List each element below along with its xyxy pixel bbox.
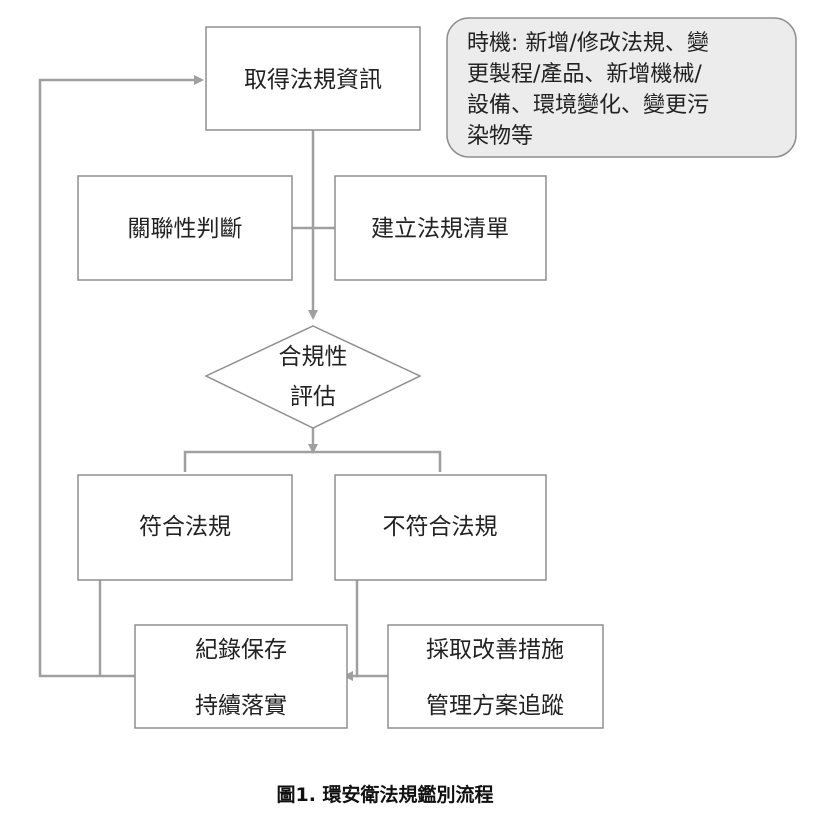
relevance-label: 關聯性判斷 (128, 216, 243, 242)
assessment-label-line1: 合規性 (279, 344, 348, 370)
relevance-box (77, 175, 293, 281)
build-list-label: 建立法規清單 (371, 216, 509, 242)
build-list-box (334, 175, 547, 281)
compliant-box (77, 474, 293, 581)
compliant-label: 符合法規 (139, 514, 231, 540)
noncompliant-box (334, 474, 547, 581)
assessment-label-line2: 評估 (290, 384, 336, 410)
record-label-line2: 持續落實 (195, 693, 287, 719)
connector-split-branches (183, 450, 442, 472)
obtain-info-box (205, 26, 421, 131)
obtain-info-label: 取得法規資訊 (244, 67, 382, 93)
timing-note-line1: 時機: 新增/修改法規、變 (467, 31, 709, 56)
timing-note-line3: 設備、環境變化、變更污 (467, 93, 709, 118)
timing-note-box (446, 17, 797, 158)
record-label-line1: 紀錄保存 (195, 637, 287, 663)
noncompliant-label: 不符合法規 (383, 514, 498, 540)
figure-caption: 圖1. 環安衛法規鑑別流程 (276, 783, 493, 806)
timing-note-line4: 染物等 (467, 124, 533, 149)
improve-label-line1: 採取改善措施 (426, 637, 564, 663)
assessment-diamond (204, 325, 422, 429)
connector-feedback-loop (38, 75, 204, 678)
timing-note-line2: 更製程/產品、新增機械/ (467, 62, 702, 87)
record-box (134, 624, 348, 729)
improve-box (387, 624, 604, 729)
improve-label-line2: 管理方案追蹤 (426, 693, 564, 719)
